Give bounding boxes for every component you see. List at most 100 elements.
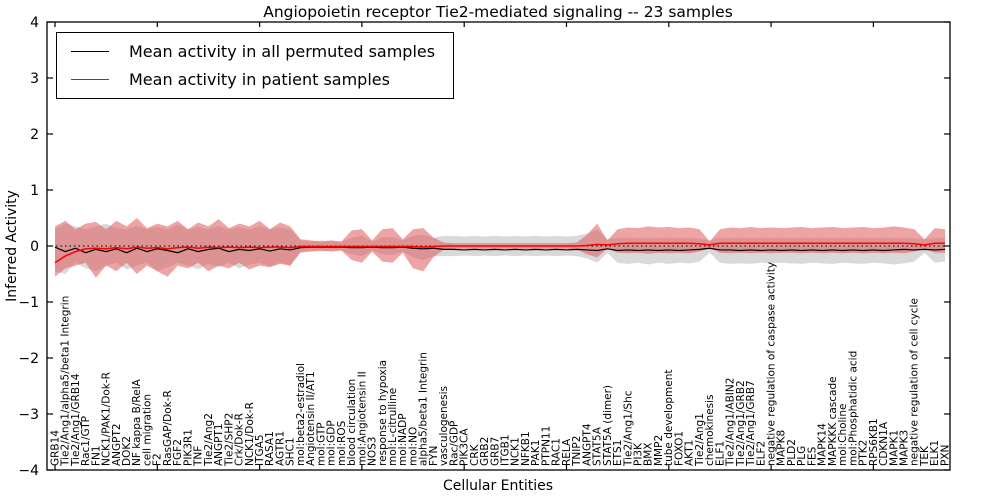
x-tick-label: STAT5A: [592, 426, 604, 466]
x-tick-label: F2: [152, 453, 164, 466]
x-tick-label: tube development: [663, 370, 675, 467]
x-tick-label: FN1: [90, 445, 102, 466]
x-tick-label: vasculogenesis: [438, 386, 450, 466]
x-tick-label: MAPK3: [898, 430, 910, 466]
x-tick-label: PTK2: [858, 440, 870, 466]
x-tick-label: MAPK8: [776, 430, 788, 466]
legend-item-permuted: Mean activity in all permuted samples: [71, 42, 435, 61]
x-tick-label: NCK1: [510, 437, 522, 466]
x-tick-label: NFKB1: [520, 431, 532, 466]
x-tick-label: Tie2/Ang1/GRB14: [70, 373, 82, 467]
x-tick-label: ITGA5: [254, 434, 266, 466]
y-tick-label: −2: [18, 351, 39, 367]
y-tick-label: −3: [18, 407, 39, 423]
x-tick-label: RELA: [561, 438, 573, 466]
x-tick-label: Rac/GDP: [448, 421, 460, 466]
x-tick-label: mol:Angiotensin II: [356, 371, 368, 466]
x-tick-label: GRB2: [479, 437, 491, 466]
x-tick-label: mol:NADP: [397, 413, 409, 466]
x-tick-label: DOK2: [121, 436, 133, 466]
legend: Mean activity in all permuted samples Me…: [56, 32, 455, 99]
legend-label-permuted: Mean activity in all permuted samples: [129, 42, 436, 61]
y-tick-label: 1: [30, 183, 39, 199]
x-tick-label: NF kappa B/RelA: [131, 378, 143, 466]
x-tick-label: PLD2: [786, 439, 798, 466]
x-tick-label: ANGPT1: [213, 423, 225, 466]
x-tick-label: mol:ROS: [336, 420, 348, 466]
x-tick-label: Tie2/Ang1/GRB7: [745, 380, 757, 467]
x-tick-label: ANGPT2: [111, 423, 123, 466]
x-tick-label: PIK3R1: [182, 429, 194, 466]
x-tick-label: AGTR1: [274, 431, 286, 466]
x-tick-label: AKT1: [684, 440, 696, 466]
patient-line-swatch: [71, 79, 109, 80]
x-tick-label: FES: [806, 446, 818, 466]
legend-item-patient: Mean activity in patient samples: [71, 70, 435, 89]
x-tick-label: FGF2: [172, 439, 184, 466]
chart-title: Angiopoietin receptor Tie2-mediated sign…: [263, 3, 733, 21]
x-tick-label: ELF2: [755, 441, 767, 466]
x-tick-label: BMX: [643, 443, 655, 466]
y-tick-label: 3: [30, 71, 39, 87]
x-tick-label: FOXO1: [673, 431, 685, 466]
x-tick-label: TNIP2: [571, 436, 583, 467]
x-tick-label: mol:GDP: [326, 420, 338, 466]
patient-band: [55, 218, 945, 278]
x-tick-label: ITGB1: [500, 434, 512, 466]
x-tick-label: GRB7: [489, 437, 501, 466]
x-tick-label: PXN: [939, 445, 951, 466]
permuted-mean-line: [54, 246, 946, 254]
x-tick-label: ETS1: [612, 440, 624, 466]
y-tick-label: 0: [30, 239, 39, 255]
x-tick-label: cell migration: [141, 394, 153, 466]
y-axis-label: Inferred Activity: [4, 190, 20, 302]
x-tick-label: CDKN1A: [878, 421, 890, 466]
x-tick-label: PTPN11: [540, 426, 552, 466]
x-tick-label: SHC1: [285, 437, 297, 466]
x-tick-label: ELF1: [714, 441, 726, 466]
x-tick-label: mol:Phosphatidic acid: [847, 351, 859, 466]
x-tick-label: PI3K: [633, 442, 645, 466]
x-tick-label: Rac1/GTP: [80, 416, 92, 466]
x-tick-label: Tie2/Ang1/Shc: [622, 390, 634, 467]
x-tick-label: chemokinesis: [704, 394, 716, 466]
x-tick-label: mol:Choline: [837, 404, 849, 466]
permuted-line-swatch: [71, 51, 109, 52]
x-tick-label: TEK: [919, 445, 931, 467]
x-tick-label: PAK1: [530, 440, 542, 466]
x-tick-label: Tie2/Ang1: [694, 413, 706, 467]
patient-mean-line: [54, 242, 945, 264]
y-tick-label: −4: [18, 463, 39, 479]
x-tick-label: ELK1: [929, 440, 941, 466]
x-tick-label: PLG: [796, 446, 808, 466]
x-tick-label: negative regulation of cell cycle: [909, 298, 921, 466]
x-tick-label: MAPK14: [817, 423, 829, 466]
x-tick-label: ANGPT4: [581, 423, 593, 466]
x-tick-label: FYN: [428, 446, 440, 466]
x-tick-label: Tie2/Ang1/GRB2: [735, 380, 747, 467]
x-tick-label: negative regulation of caspase activity: [765, 262, 777, 466]
y-tick-label: 2: [30, 127, 39, 143]
x-tick-label: PIK3CA: [459, 428, 471, 466]
x-tick-label: NOS3: [367, 437, 379, 466]
x-tick-label: mol:NO: [407, 427, 419, 466]
x-tick-label: NCK1/PAK1/Dok-R: [101, 372, 113, 466]
x-tick-label: mol:GTP: [315, 422, 327, 466]
x-tick-label: RASA1: [264, 431, 276, 466]
x-tick-label: mol:beta2-estradiol: [295, 363, 307, 466]
x-tick-label: CRK: [469, 443, 481, 466]
x-tick-label: mol:L-citrulline: [387, 388, 399, 466]
x-tick-label: blood circulation: [346, 379, 358, 466]
x-tick-label: Tie2/SHP2: [223, 413, 235, 467]
x-tick-label: Tie2/Ang1/alpha5/beta1 Integrin: [60, 296, 72, 467]
x-tick-label: MAPKKK cascade: [827, 376, 839, 466]
x-tick-label: MMP2: [653, 435, 665, 466]
x-tick-label: GRB14: [49, 430, 61, 466]
x-tick-label: Angiotensin II/AT1: [305, 371, 317, 466]
x-tick-label: RAC1: [551, 438, 563, 466]
x-tick-label: MAPK1: [888, 430, 900, 466]
x-tick-label: response to hypoxia: [377, 360, 389, 466]
legend-label-patient: Mean activity in patient samples: [129, 70, 390, 89]
x-tick-label: TNF: [193, 446, 205, 467]
